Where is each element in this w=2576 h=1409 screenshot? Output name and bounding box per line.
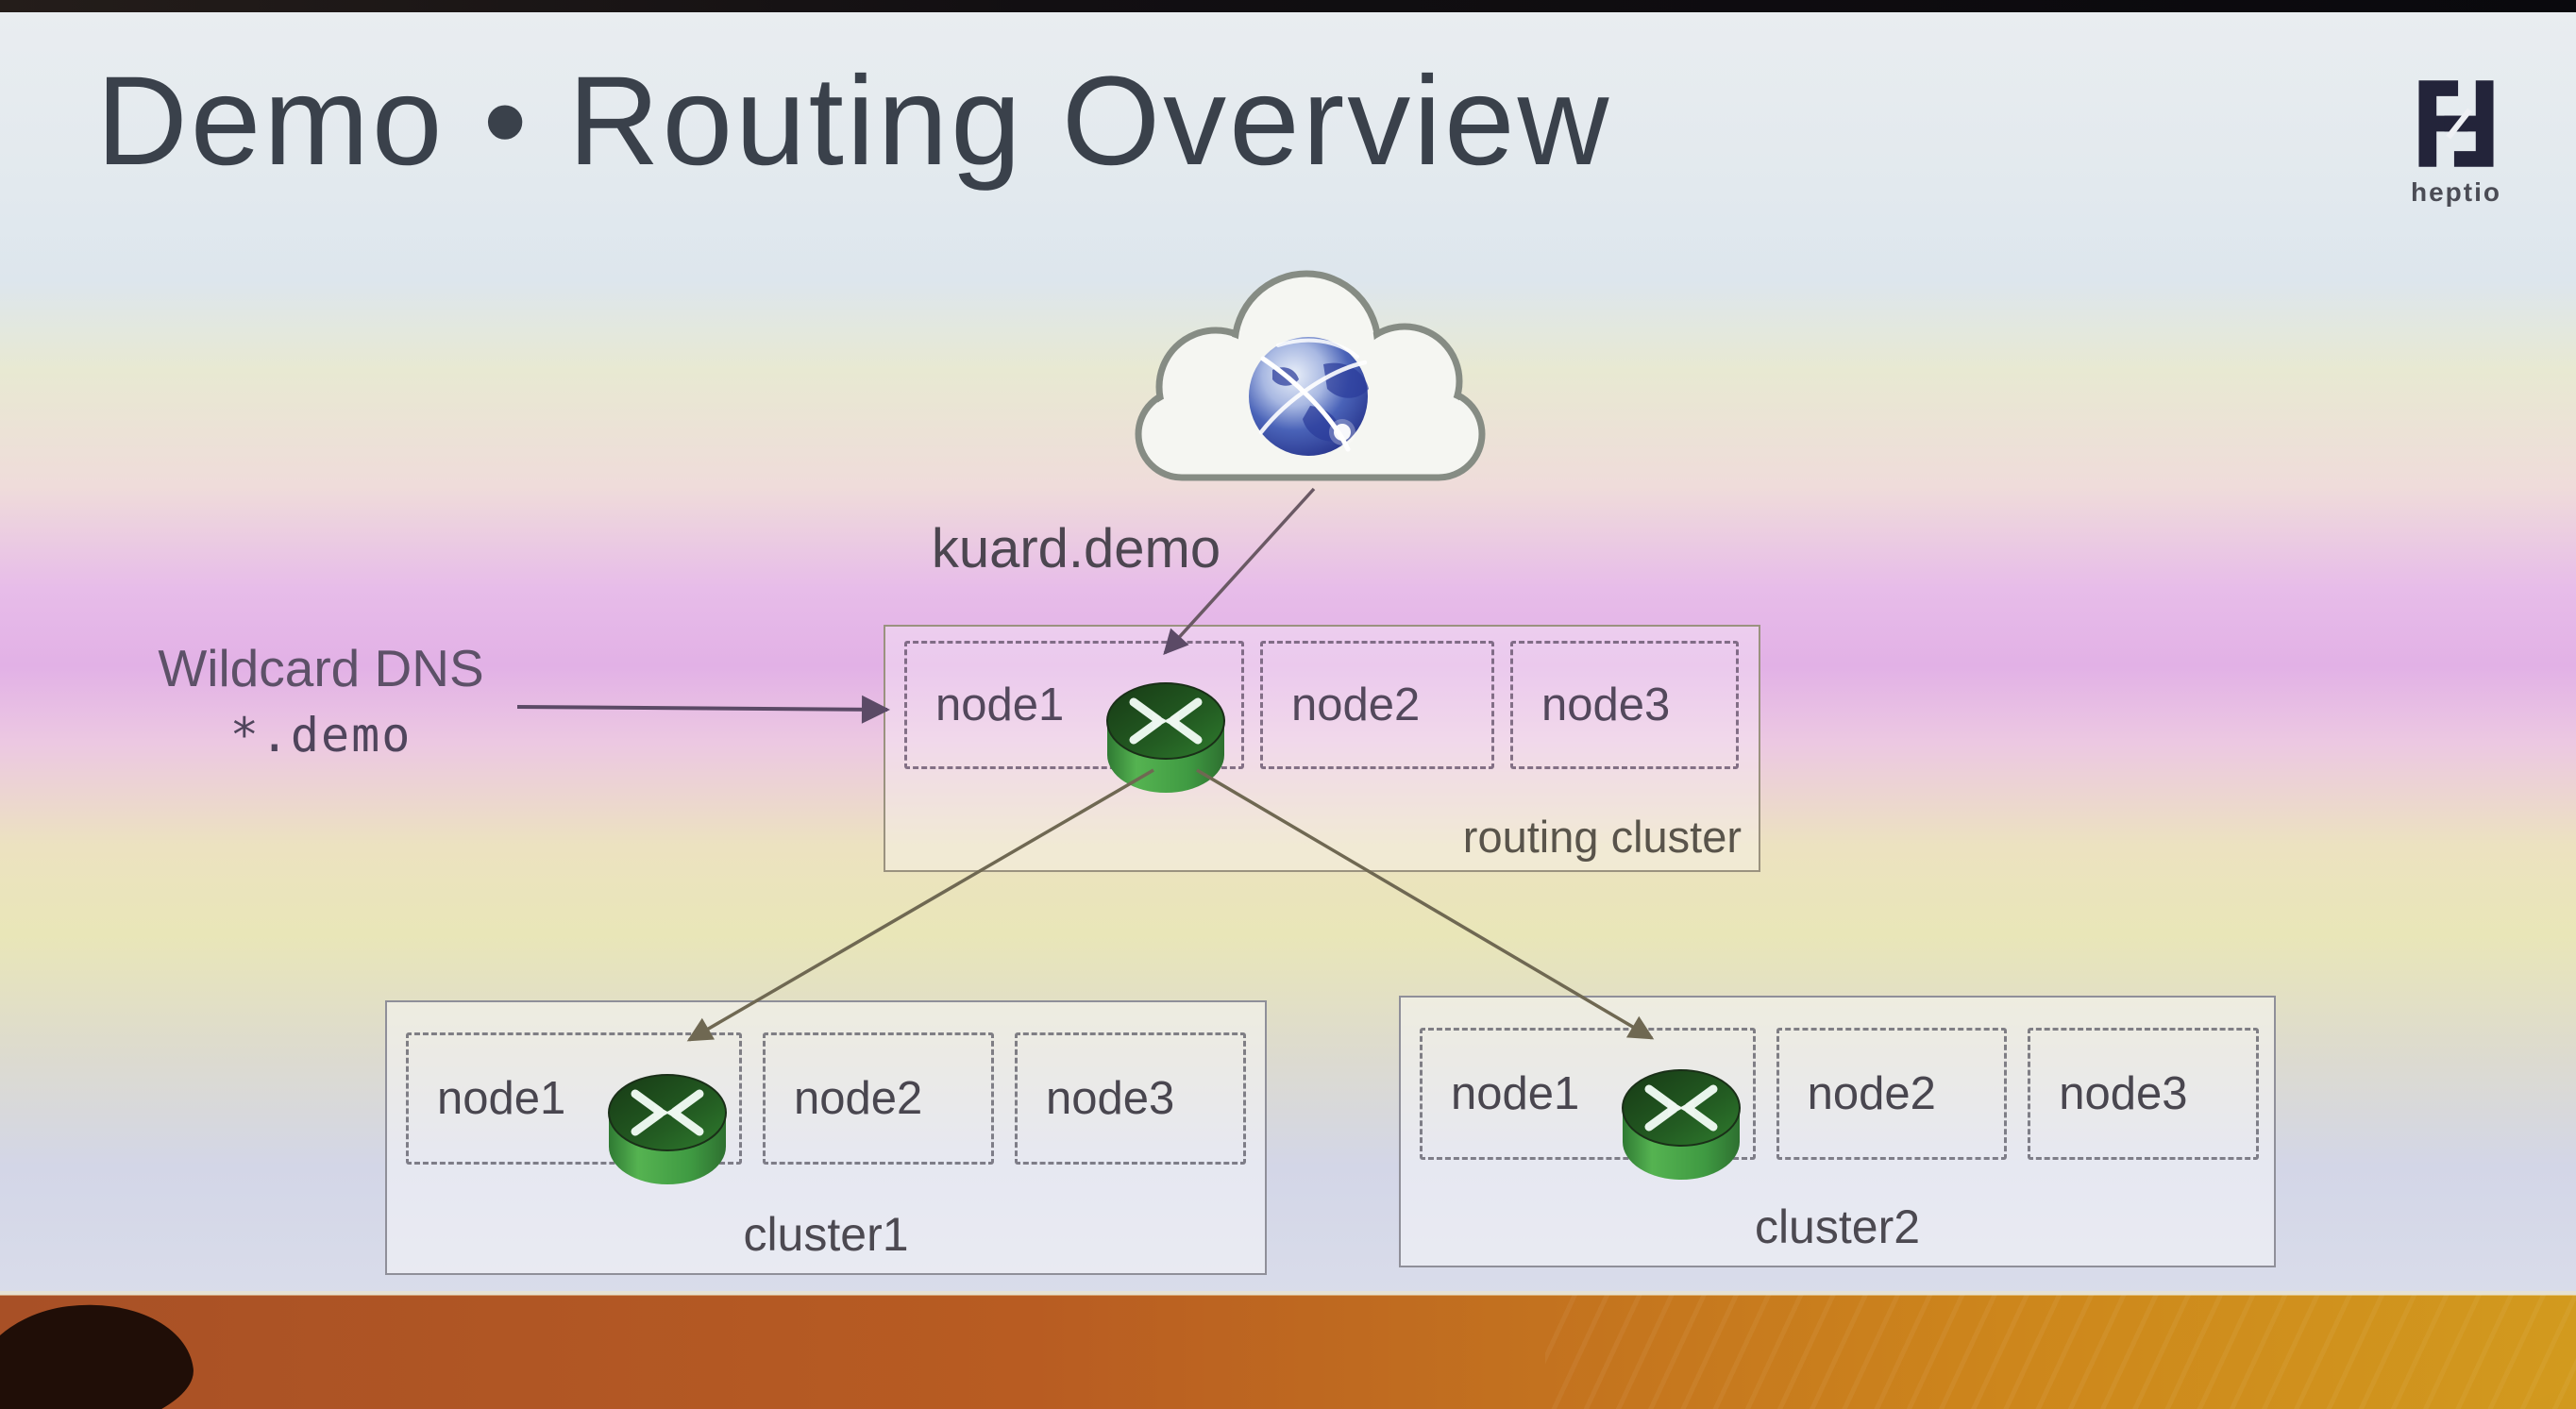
cluster1-box: node1 node2 no bbox=[385, 1000, 1267, 1275]
routing-cluster-label: routing cluster bbox=[1462, 812, 1742, 862]
routing-node3-box: node3 bbox=[1510, 641, 1739, 769]
heptio-logo: heptio bbox=[2386, 72, 2526, 208]
node-label: node1 bbox=[935, 679, 1065, 730]
cluster1-label: cluster1 bbox=[743, 1208, 909, 1261]
cluster2-box: node1 node2 no bbox=[1399, 996, 2276, 1267]
heptio-h-icon bbox=[2418, 80, 2494, 167]
router-icon bbox=[1106, 682, 1225, 793]
routing-cluster-box: node1 bbox=[884, 625, 1760, 872]
cluster2-node1-box: node1 bbox=[1420, 1028, 1756, 1180]
wildcard-dns-title: Wildcard DNS bbox=[158, 639, 484, 697]
node-label: node3 bbox=[2059, 1068, 2188, 1119]
cluster2-node3-box: node3 bbox=[2028, 1028, 2259, 1160]
cluster1-node3-box: node3 bbox=[1015, 1032, 1246, 1165]
node-label: node1 bbox=[437, 1073, 566, 1124]
node-label: node1 bbox=[1451, 1068, 1580, 1119]
slide-title: Demo • Routing Overview bbox=[96, 51, 1612, 192]
internet-cloud-icon bbox=[1121, 247, 1499, 497]
node-label: node2 bbox=[1807, 1068, 1936, 1119]
routing-node2-box: node2 bbox=[1260, 641, 1494, 769]
globe-icon bbox=[1249, 337, 1369, 456]
heptio-wordmark: heptio bbox=[2411, 177, 2501, 207]
wildcard-dns-pattern: *.demo bbox=[229, 708, 412, 763]
cloud-domain-label: kuard.demo bbox=[931, 518, 1221, 579]
cluster2-node2-box: node2 bbox=[1776, 1028, 2008, 1160]
wildcard-dns-annotation: Wildcard DNS *.demo bbox=[111, 638, 530, 763]
cluster2-label: cluster2 bbox=[1754, 1200, 1921, 1253]
cluster1-node2-box: node2 bbox=[763, 1032, 994, 1165]
node-label: node2 bbox=[794, 1073, 923, 1124]
cluster2-node-row: node1 node2 no bbox=[1401, 998, 2274, 1180]
router-icon bbox=[608, 1074, 727, 1184]
slide-background: Demo • Routing Overview heptio bbox=[0, 11, 2576, 1295]
node-label: node3 bbox=[1541, 679, 1671, 730]
router-icon bbox=[1622, 1069, 1741, 1180]
cluster1-node1-box: node1 bbox=[406, 1032, 742, 1184]
routing-node-row: node1 bbox=[885, 627, 1759, 793]
arrow-wildcard-to-routing bbox=[516, 695, 890, 724]
node-label: node3 bbox=[1046, 1073, 1175, 1124]
node-label: node2 bbox=[1291, 679, 1421, 730]
room-dark-band bbox=[0, 0, 2576, 12]
routing-node1-box: node1 bbox=[904, 641, 1244, 793]
cluster1-node-row: node1 node2 no bbox=[387, 1002, 1265, 1184]
wall-below-screen bbox=[0, 1291, 2576, 1409]
